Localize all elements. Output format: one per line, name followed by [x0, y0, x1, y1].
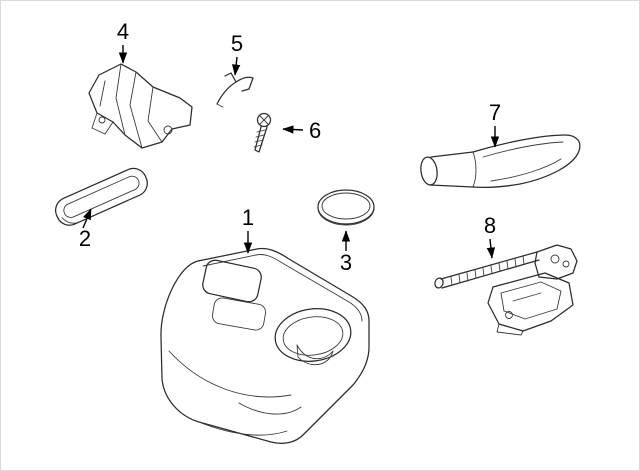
- console-tray-1: [202, 259, 262, 303]
- lever-rod-bottom: [441, 259, 540, 289]
- screw-thread-1: [256, 129, 266, 133]
- trim-inner: [63, 175, 140, 218]
- lever-serration-7: [498, 262, 501, 272]
- clip-wire-3: [216, 103, 224, 108]
- bracket-hole-1: [163, 125, 173, 135]
- console-front-edge: [168, 350, 292, 398]
- callout-4: 4: [117, 19, 129, 44]
- callout-7: 7: [489, 100, 501, 125]
- clip-wire-2: [235, 76, 254, 92]
- console-front-crease: [238, 402, 302, 415]
- lever-serration-3: [466, 272, 469, 282]
- boot-detail-1: [482, 141, 564, 158]
- bracket-edge: [147, 86, 163, 143]
- lever-serration-10: [522, 255, 525, 265]
- lever-base-inner: [500, 281, 562, 320]
- lever-serration-5: [482, 267, 485, 277]
- boot-detail-2: [490, 158, 562, 182]
- callout-8: 8: [484, 213, 496, 238]
- console-bottom-edge: [198, 421, 288, 436]
- callout-1: 1: [242, 205, 254, 230]
- lever-rod-top: [440, 251, 538, 280]
- screw-slot-2: [259, 115, 269, 125]
- lever-serration-4: [474, 269, 477, 279]
- part-brake-lever: [434, 244, 578, 336]
- callout-8-arrow: [486, 238, 496, 259]
- callout-2-arrow: [82, 208, 92, 229]
- bracket-flange: [91, 112, 114, 135]
- callout-5-arrow: [231, 56, 241, 76]
- trim-rim: [61, 217, 80, 224]
- lever-head-hole-1: [550, 254, 560, 264]
- lever-serration-8: [506, 260, 509, 270]
- part-mounting-bracket: [88, 63, 193, 149]
- trim-outer: [54, 167, 148, 226]
- boot-body: [472, 134, 581, 188]
- bracket-crease-2: [129, 71, 143, 149]
- cap-outer: [317, 189, 375, 225]
- boot-grip-end: [472, 151, 477, 188]
- boot-grip-top: [430, 151, 474, 158]
- screw-thread-3: [254, 139, 264, 143]
- part-screw: [253, 112, 272, 153]
- screw-thread-2: [255, 134, 265, 138]
- lever-serration-1: [450, 276, 453, 286]
- lever-base-hole: [505, 311, 513, 319]
- callout-5: 5: [231, 31, 243, 56]
- cap-rim: [317, 208, 375, 226]
- console-tray-2: [211, 297, 267, 331]
- lever-serration-6: [490, 265, 493, 275]
- lever-serration-9: [514, 258, 517, 268]
- boot-grip-cap: [420, 156, 438, 186]
- part-round-cap: [317, 189, 375, 226]
- cap-inner: [321, 192, 371, 220]
- console-outline: [160, 247, 370, 444]
- screw-head: [256, 112, 272, 128]
- lever-base: [487, 272, 574, 332]
- bracket-crease-1: [115, 63, 126, 136]
- screw-shank: [254, 126, 268, 153]
- bracket-hole-2: [98, 116, 106, 124]
- callout-6-arrow: [282, 125, 304, 134]
- console-top-rim: [202, 254, 363, 322]
- part-console-body: [160, 247, 370, 444]
- bracket-rib: [99, 80, 106, 107]
- screw-thread-4: [253, 144, 263, 148]
- console-cupholder-inner: [282, 316, 344, 356]
- part-spring-clip: [216, 72, 254, 108]
- console-cupholder-outer: [274, 308, 352, 362]
- clip-wire-1: [216, 72, 237, 105]
- bracket-outline: [88, 63, 193, 149]
- console-cupholder-shadow: [296, 344, 334, 366]
- part-brake-boot: [420, 134, 581, 188]
- callout-6: 6: [309, 118, 321, 143]
- part-trim-plate: [54, 167, 148, 226]
- lever-serration-2: [458, 274, 461, 284]
- callout-2: 2: [79, 226, 91, 251]
- lever-base-foot: [496, 323, 524, 336]
- boot-grip-bottom: [429, 184, 474, 188]
- lever-head: [534, 244, 578, 280]
- lever-rod-end: [434, 277, 444, 289]
- callout-3: 3: [340, 250, 352, 275]
- lever-head-hole-2: [562, 260, 570, 268]
- lever-base-slot: [512, 292, 542, 302]
